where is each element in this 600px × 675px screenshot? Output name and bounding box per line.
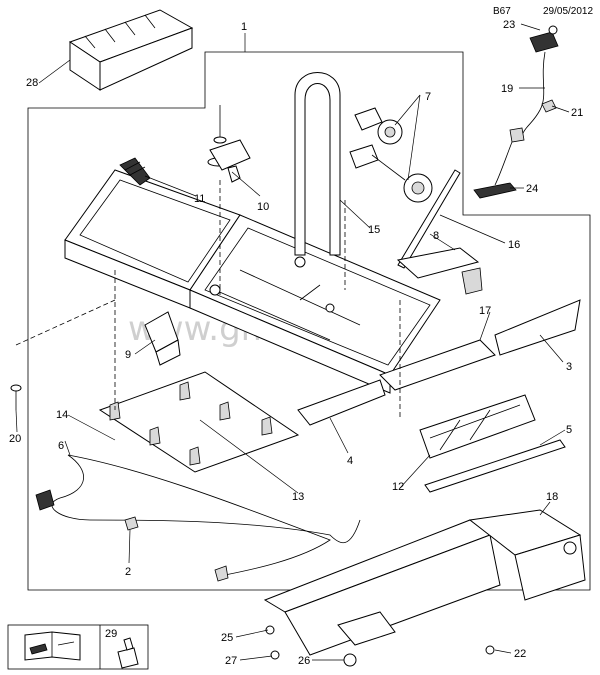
lower-frame-part-18 [263,509,586,667]
callout-26: 26 [298,655,310,667]
bolt-part-20 [10,384,22,410]
callout-9: 9 [125,349,131,361]
callout-7: 7 [425,91,431,103]
callout-19: 19 [501,83,513,95]
harness-part-6 [35,454,361,582]
callout-28: 28 [26,77,38,89]
callout-27: 27 [225,655,237,667]
diagram-date: 29/05/2012 [543,6,593,17]
callout-2: 2 [125,566,131,578]
latch-part-7 [349,107,433,203]
callout-20: 20 [9,433,21,445]
trim-parts [297,299,581,493]
callout-11: 11 [194,193,205,205]
pad-part-13 [98,371,300,473]
callout-1: 1 [241,21,247,33]
callout-3: 3 [566,361,572,373]
cover-part-28 [68,9,194,91]
lever-part-8 [396,169,483,295]
callout-13: 13 [292,491,304,503]
callout-22: 22 [514,648,526,660]
callout-17: 17 [479,305,491,317]
legend-box: 29 [7,624,149,670]
callout-25: 25 [221,632,233,644]
callout-18: 18 [546,491,558,503]
callout-4: 4 [347,455,353,467]
handle-part-15 [294,72,341,256]
diagram-code: B67 [493,6,511,17]
callout-23: 23 [503,19,515,31]
callout-24: 24 [526,183,538,195]
manual-book-wrench-icon [24,631,81,661]
bolt-part-10 [207,105,251,183]
callout-14: 14 [56,409,68,421]
callout-15: 15 [368,224,380,236]
assembly-frame [27,51,591,591]
bracket-part-9 [144,311,181,366]
callout-29: 29 [105,628,117,640]
cable-assembly-19 [473,25,559,199]
callout-21: 21 [571,107,583,119]
callout-12: 12 [392,481,404,493]
seat-frame [64,169,441,394]
callout-10: 10 [257,201,269,213]
fluid-bottle-icon [117,637,139,669]
callout-16: 16 [508,239,520,251]
callout-8: 8 [433,230,439,242]
callout-5: 5 [566,424,572,436]
callout-6: 6 [58,440,64,452]
